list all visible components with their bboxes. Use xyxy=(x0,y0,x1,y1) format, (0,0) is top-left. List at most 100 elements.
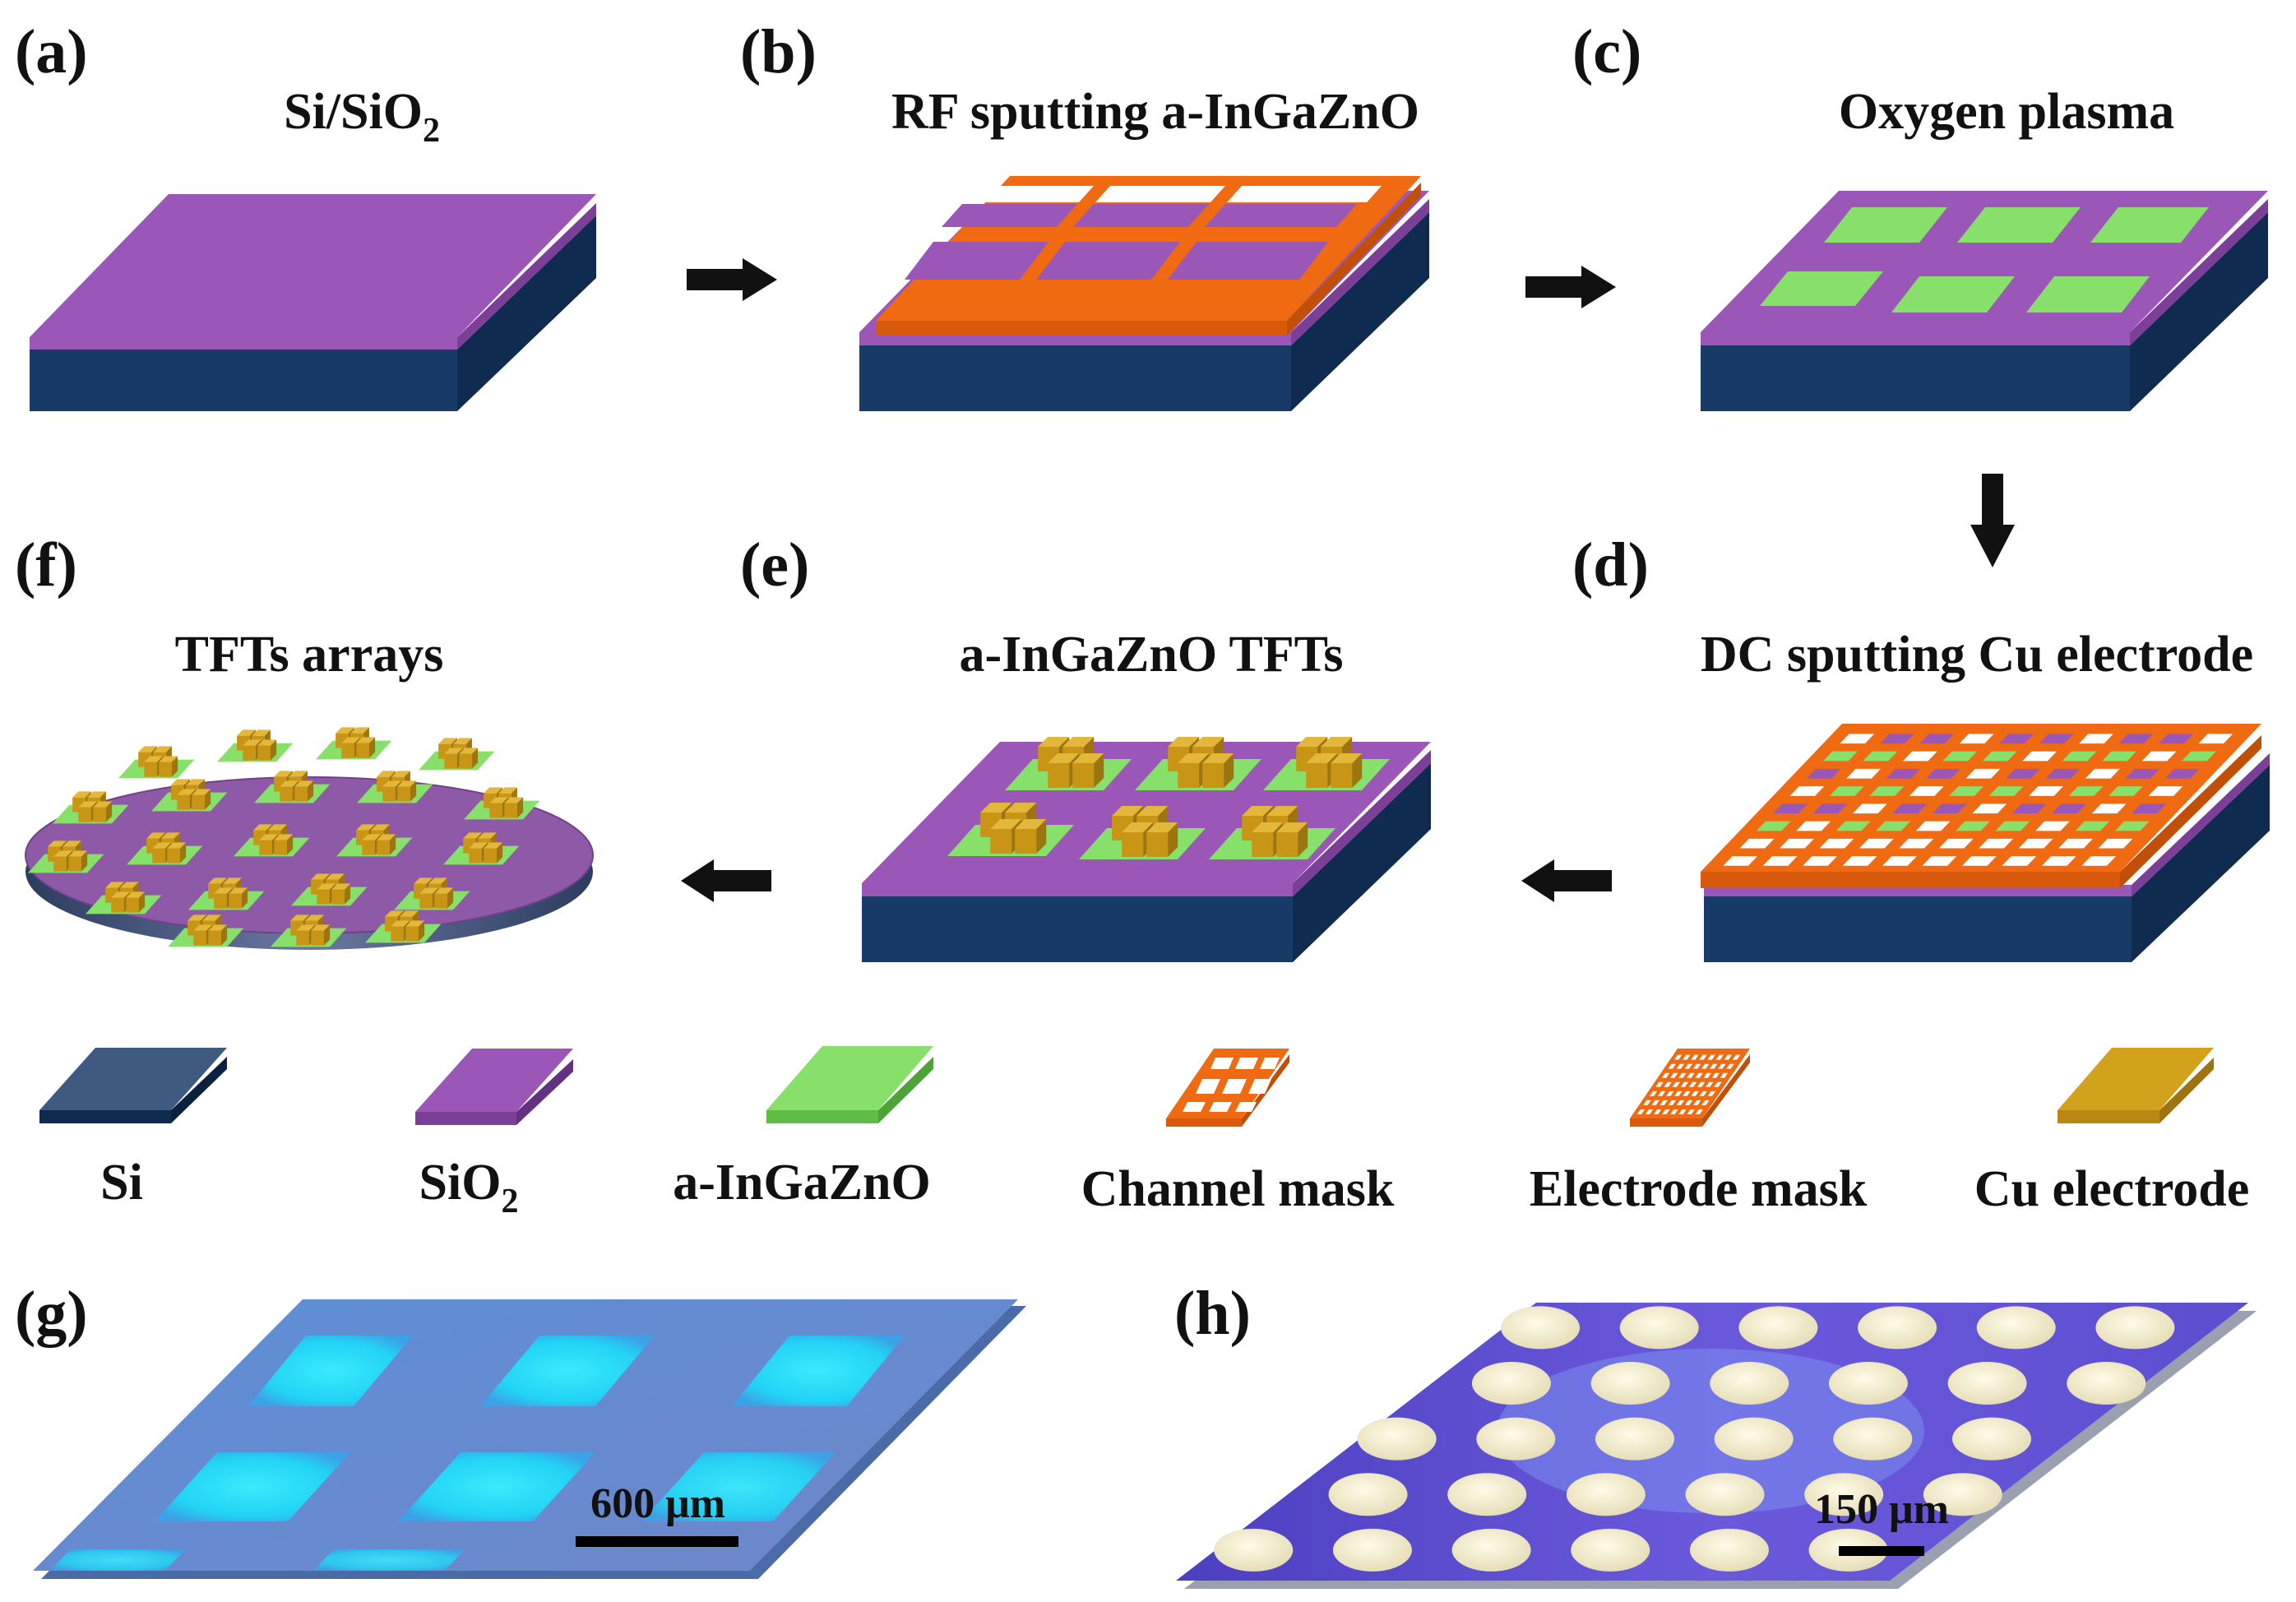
tft-cu-block-top xyxy=(980,803,1012,813)
tft-cu-block-top xyxy=(362,834,382,840)
legend-electrode-mask-opening xyxy=(1684,1063,1693,1069)
legend-electrode-mask-opening xyxy=(1693,1100,1701,1105)
electrode-mask-opening xyxy=(2035,821,2070,831)
legend-swatch-channel-mask xyxy=(1166,1049,1289,1127)
tft-cu-block-top xyxy=(469,842,488,849)
electrode-mask-opening xyxy=(1938,838,1974,849)
tft-cu-block-top xyxy=(397,780,417,787)
tft-cu-block-top xyxy=(434,887,454,894)
tft-cu-block-top xyxy=(171,779,190,785)
legend-electrode-mask-opening xyxy=(1654,1109,1662,1114)
electrode-mask-opening xyxy=(2102,751,2136,762)
legend-electrode-mask-opening xyxy=(1724,1054,1733,1060)
electrode-mask-opening xyxy=(2029,786,2063,796)
tft-cu-block-top xyxy=(1321,737,1353,747)
electrode-mask-opening xyxy=(1812,803,1848,814)
tft-cu-block-front xyxy=(296,930,309,946)
sio2-layer-top xyxy=(30,194,596,337)
legend-label-sio2: SiO2 xyxy=(419,1155,519,1220)
electrode-mask-opening xyxy=(1965,768,2001,779)
electrode-mask-opening xyxy=(1979,838,2014,849)
tft-cu-block-top xyxy=(1296,737,1328,747)
panel-title-a: Si/SiO2 xyxy=(284,84,440,150)
cu-electrode-dot xyxy=(1804,1473,1884,1516)
panel-title-e: a-InGaZnO TFTs xyxy=(960,627,1344,683)
igzo-channel-image xyxy=(398,1452,595,1521)
tft-cu-block-front xyxy=(111,897,124,913)
channel-mask-opening xyxy=(964,186,1094,202)
legend-electrode-mask-opening xyxy=(1695,1109,1703,1114)
panel-letter-b: (b) xyxy=(740,17,817,86)
cu-electrode-dot xyxy=(1976,1306,2056,1350)
electrode-mask-opening xyxy=(1803,856,1837,866)
electrode-mask-opening xyxy=(2085,768,2120,779)
legend-electrode-mask-opening xyxy=(1645,1109,1654,1114)
igzo-channel-image xyxy=(480,1336,655,1406)
tft-cu-block-front xyxy=(1072,763,1095,788)
tft-cu-block-side xyxy=(1094,753,1104,788)
electrode-mask-opening xyxy=(1780,838,1814,849)
legend-electrode-mask-opening xyxy=(1661,1072,1670,1078)
tft-cu-block-front xyxy=(484,848,497,864)
tft-cu-block-front xyxy=(126,897,139,913)
electrode-mask-opening xyxy=(1835,821,1871,831)
legend-electrode-mask-opening xyxy=(1701,1063,1710,1069)
electrode-mask-opening xyxy=(2006,768,2040,779)
tft-cu-block-side xyxy=(204,789,211,810)
tft-cu-block-top xyxy=(391,920,410,927)
legend-electrode-mask-opening xyxy=(1687,1072,1695,1078)
electrode-mask-opening xyxy=(1959,734,1994,744)
tft-cu-block-top xyxy=(161,832,180,839)
igzo-channel-image xyxy=(732,1336,905,1406)
legend-electrode-mask-opening xyxy=(1691,1090,1699,1096)
tft-cu-block-top xyxy=(177,789,197,795)
arrow-b-to-c xyxy=(1525,266,1616,308)
electrode-mask-opening xyxy=(2158,734,2193,744)
legend-label-si: Si xyxy=(100,1155,143,1211)
tft-devices-e xyxy=(947,737,1390,859)
tft-cu-block-top xyxy=(377,834,396,840)
electrode-mask-opening xyxy=(2045,768,2081,779)
tft-cu-block-top xyxy=(1072,753,1104,763)
electrode-mask-opening xyxy=(1842,856,1877,866)
cu-electrode-dot xyxy=(1923,1473,2002,1516)
tft-cu-block-front xyxy=(280,786,293,802)
tft-cu-block-front xyxy=(192,794,205,810)
legend-electrode-mask-opening xyxy=(1674,1090,1683,1096)
tft-cu-block-front xyxy=(405,926,419,942)
tft-cu-block-top xyxy=(405,920,425,927)
igzo-island xyxy=(2090,207,2209,243)
tft-cu-block-top xyxy=(68,850,88,857)
electrode-mask-opening xyxy=(1846,768,1881,779)
tft-cu-block-front xyxy=(274,840,287,855)
tft-cu-block-side xyxy=(1224,753,1234,788)
tft-cu-block-side xyxy=(1298,822,1308,857)
electrode-mask-opening xyxy=(1909,786,1944,796)
tft-cu-block-top xyxy=(268,824,287,831)
legend-electrode-mask-opening xyxy=(1676,1063,1684,1069)
legend-electrode-mask-opening xyxy=(1678,1109,1687,1114)
tft-cu-block-top xyxy=(1038,737,1070,747)
tft-cu-block-side xyxy=(389,834,396,855)
legend-electrode-mask-opening xyxy=(1678,1072,1687,1078)
igzo-channel-image xyxy=(49,1549,186,1571)
tft-cu-block-top xyxy=(484,842,503,849)
legend-electrode-mask-openings xyxy=(1636,1054,1741,1114)
tft-cu-block-top xyxy=(478,832,497,839)
tft-cu-block-top xyxy=(259,834,279,840)
electrode-mask-opening xyxy=(1840,734,1875,744)
electrode-mask-opening xyxy=(1806,768,1841,779)
tft-cu-block-top xyxy=(48,840,67,847)
tft-cu-block-front xyxy=(229,893,242,909)
tft-cu-block-top xyxy=(187,914,206,921)
legend-electrode-mask-opening xyxy=(1651,1100,1660,1105)
cu-electrode-dot xyxy=(1738,1306,1818,1350)
legend-label-sio2-sub: 2 xyxy=(501,1183,518,1220)
tft-cu-block-top xyxy=(214,887,234,894)
tft-cu-block-top xyxy=(87,791,106,798)
tft-cu-block-top xyxy=(159,756,178,762)
electrode-mask-opening xyxy=(1932,803,1967,814)
tft-cu-block-top xyxy=(391,771,410,777)
electrode-mask-opening xyxy=(1949,786,1984,796)
tft-cu-block-front xyxy=(208,930,221,946)
